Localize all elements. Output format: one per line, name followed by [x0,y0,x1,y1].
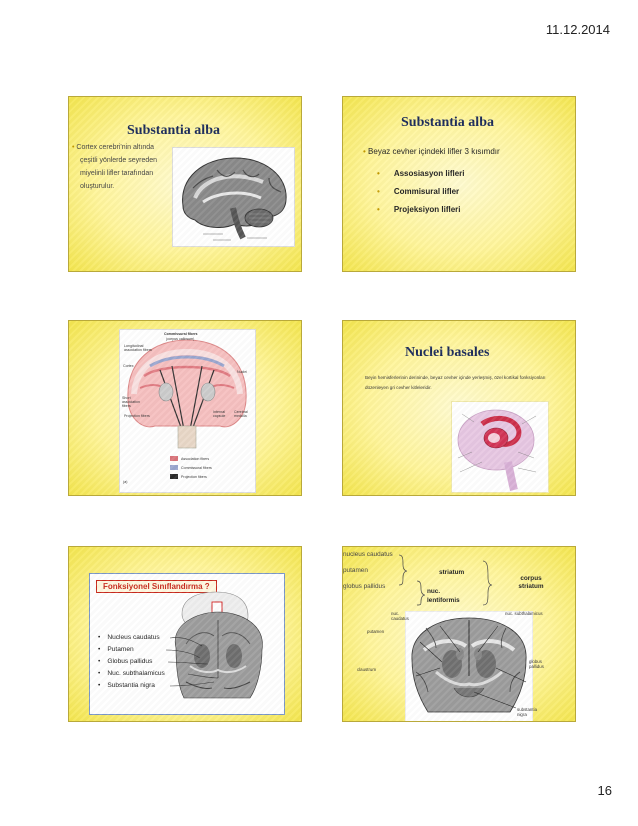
slide-text: Beyin hemisferlerinin derininde, beyaz c… [365,375,546,390]
img-label-subthal: nuc. subthalamicus [505,611,543,616]
slide-functional-classification: Fonksiyonel Sınıflandırma ? •Nucleus cau… [68,546,302,722]
slide-title: Substantia alba [127,123,220,138]
slide-text: • Cortex cerebri'nin altında çeşitli yön… [72,141,172,193]
legend-swatch [170,456,178,461]
brain-sagittal-image [172,147,295,247]
fiber-diagram-image: Commissural fibers (corpus callosum) Lon… [119,329,256,493]
basal-ganglia-image [451,401,549,493]
slide-title: Nuclei basales [405,345,490,360]
label-commissural-sub: (corpus callosum) [166,337,195,341]
label-longitudinal: Longitudinal association fibers [124,344,152,352]
structure-list: •Nucleus caudatus •Putamen •Globus palli… [98,634,165,689]
slide-nuclei-basales: Nuclei basales Beyin hemisferlerinin der… [342,320,576,496]
img-label-claustrum: claustrum [357,667,377,672]
legend-label: Association fibers [181,456,210,461]
nucleus-item: nucleus caudatus [343,551,393,558]
text-line: Cortex cerebri'nin altında [76,144,155,151]
img-label-caudatus: nuc. caudatus [391,611,409,621]
slide-title: Substantia alba [401,115,494,130]
coronal-section-image [405,611,533,721]
page-number: 16 [597,783,612,798]
label-striatum: striatum [439,569,465,576]
nucleus-item: globus pallidus [343,583,386,590]
structure-item: Putamen [107,646,134,653]
structure-item: Globus pallidus [107,658,153,665]
label-lentiformis: nuc. lentiformis [427,588,460,604]
nucleus-list: nucleus caudatus putamen globus pallidus [343,549,393,593]
main-bullet: Beyaz cevher içindeki lifler 3 kısımdır [368,147,500,156]
slide-substantia-alba-2: Substantia alba • Beyaz cevher içindeki … [342,96,576,272]
img-label-globus: globus pallidus [529,659,544,669]
label-medulla: Cerebral medulla [234,410,248,418]
fiber-type-item: Commisural lifler [393,187,460,196]
content-box: Fonksiyonel Sınıflandırma ? •Nucleus cau… [89,573,285,715]
panel-label: (a) [123,480,128,484]
legend-swatch [170,474,178,479]
fiber-type-item: Assosiasyon lifleri [393,169,465,178]
nucleus-item: putamen [343,567,368,574]
legend-label: Projection fibers [181,474,207,479]
page-date: 11.12.2014 [545,22,610,37]
label-projection: Projection fibers [124,414,150,418]
label-short: Short association fibers [122,396,140,408]
label-commissural: Commissural fibers [164,332,198,336]
label-nuclei: Nuclei [237,370,247,374]
text-line: miyelinli lifler tarafından [80,170,154,177]
structure-item: Nucleus caudatus [107,634,160,641]
box-title: Fonksiyonel Sınıflandırma ? [96,580,217,593]
structure-item: Substantia nigra [107,682,155,689]
img-label-nigra: substantia nigra [517,707,538,717]
slide-fiber-diagram: Commissural fibers (corpus callosum) Lon… [68,320,302,496]
text-line: çeşitli yönlerde seyreden [80,157,158,164]
label-internal: Internal capsule [213,410,226,418]
label-cortex: Cortex [123,364,134,368]
text-line: oluşturulur. [80,183,115,190]
slide-striatum-classification: nucleus caudatus putamen globus pallidus… [342,546,576,722]
structure-item: Nuc. subthalamicus [107,670,165,677]
label-corpus-striatum: corpus striatum [518,575,544,590]
legend: Association fibers Commissural fibers Pr… [170,454,212,481]
legend-swatch [170,465,178,470]
legend-label: Commissural fibers [181,465,212,470]
fiber-type-item: Projeksiyon lifleri [393,205,461,214]
slide-substantia-alba-1: Substantia alba • Cortex cerebri'nin alt… [68,96,302,272]
img-label-putamen: putamen [367,629,385,634]
